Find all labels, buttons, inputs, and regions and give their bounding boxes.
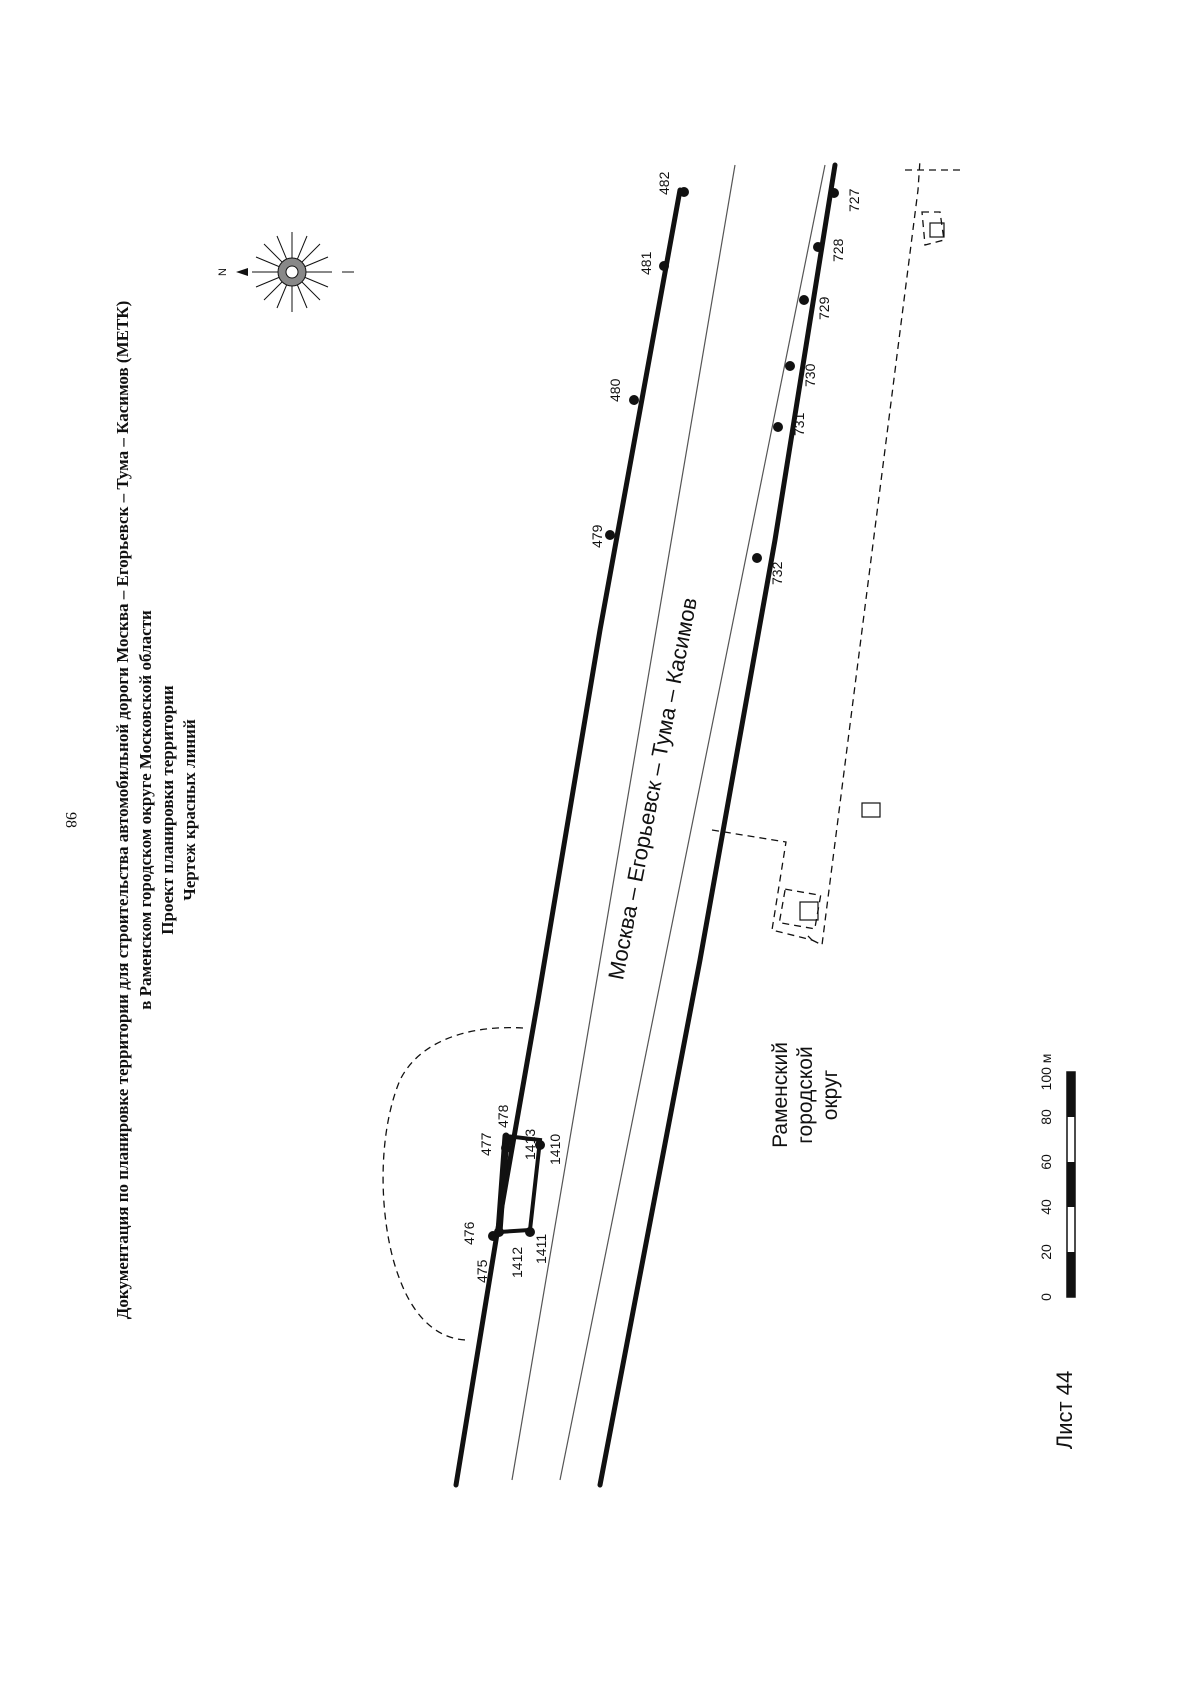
- title-line-1: Документация по планировке территории дл…: [113, 301, 132, 1320]
- point-730: [785, 361, 795, 371]
- label-1413: 1413: [522, 1129, 538, 1160]
- label-481: 481: [638, 251, 654, 275]
- label-728: 728: [830, 238, 846, 262]
- point-1411: [525, 1227, 535, 1237]
- label-476: 476: [461, 1221, 477, 1245]
- point-729: [799, 295, 809, 305]
- point-labels: 475 476 477 478 479 480 481 482 1412 141…: [461, 171, 862, 1283]
- compass-north-label: N: [217, 268, 229, 276]
- district-label-line-3: округ: [819, 1069, 842, 1120]
- point-481: [659, 261, 669, 271]
- label-729: 729: [816, 296, 832, 320]
- point-482: [679, 187, 689, 197]
- point-1410: [535, 1140, 545, 1150]
- label-475: 475: [474, 1259, 490, 1283]
- point-731: [773, 422, 783, 432]
- label-1411: 1411: [533, 1234, 549, 1264]
- label-479: 479: [589, 524, 605, 548]
- label-1412: 1412: [509, 1247, 525, 1278]
- title-line-4: Чертеж красных линий: [180, 719, 199, 901]
- scale-tick-40: 40: [1038, 1199, 1054, 1215]
- label-730: 730: [802, 363, 818, 387]
- label-727: 727: [846, 188, 862, 212]
- scale-tick-20: 20: [1038, 1244, 1054, 1260]
- point-727: [829, 188, 839, 198]
- point-478: [505, 1135, 515, 1145]
- point-479: [605, 530, 615, 540]
- point-480: [629, 395, 639, 405]
- title-block: Документация по планировке территории дл…: [113, 301, 199, 1320]
- point-477: [501, 1143, 511, 1153]
- title-line-2: в Раменском городском округе Московской …: [136, 610, 155, 1010]
- point-728: [813, 242, 823, 252]
- label-731: 731: [791, 412, 807, 436]
- label-478: 478: [495, 1104, 511, 1128]
- compass-rose-icon: N: [217, 232, 354, 312]
- roadway-edges: [511, 164, 826, 1481]
- label-1410: 1410: [547, 1134, 563, 1165]
- boundary-lines: [382, 159, 960, 1341]
- district-label-line-1: Раменский: [769, 1042, 792, 1148]
- scale-bar: 0 20 40 60 80 100 м: [1038, 1054, 1076, 1301]
- label-477: 477: [478, 1132, 494, 1156]
- red-lines: [453, 162, 838, 1488]
- title-line-3: Проект планировки территории: [158, 685, 177, 935]
- district-label: Раменский городской округ: [769, 1042, 842, 1148]
- scale-tick-80: 80: [1038, 1109, 1054, 1125]
- facility-symbols: [799, 222, 945, 921]
- scale-tick-60: 60: [1038, 1154, 1054, 1170]
- label-732: 732: [769, 561, 785, 585]
- point-476: [494, 1227, 504, 1237]
- district-label-line-2: городской: [794, 1046, 817, 1143]
- label-480: 480: [607, 378, 623, 402]
- sheet-label: Лист 44: [1052, 1371, 1077, 1449]
- scale-tick-0: 0: [1038, 1293, 1054, 1301]
- label-482: 482: [656, 171, 672, 195]
- point-732: [752, 553, 762, 563]
- page-number: 98: [62, 812, 79, 828]
- scale-tick-100: 100 м: [1038, 1054, 1054, 1091]
- boundary-points: [488, 187, 839, 1241]
